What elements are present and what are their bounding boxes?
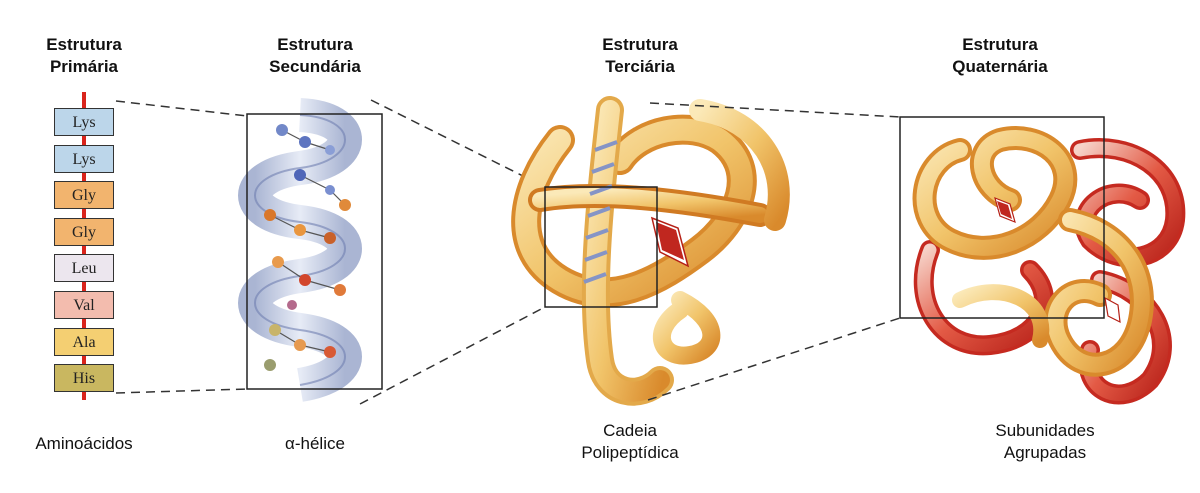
amino-acid-box: Lys xyxy=(54,145,114,173)
caption-line: Cadeia xyxy=(545,420,715,442)
alpha-helix-illustration xyxy=(255,115,351,385)
amino-acid-box: Ala xyxy=(54,328,114,356)
tertiary-ribbon-illustration xyxy=(526,110,779,392)
title-line: Estrutura xyxy=(920,34,1080,56)
primary-structure-title: Estrutura Primária xyxy=(14,34,154,78)
title-line: Primária xyxy=(14,56,154,78)
primary-caption: Aminoácidos xyxy=(14,433,154,455)
quaternary-structure-title: Estrutura Quaternária xyxy=(920,34,1080,78)
title-line: Secundária xyxy=(235,56,395,78)
title-line: Estrutura xyxy=(235,34,395,56)
tertiary-caption: Cadeia Polipeptídica xyxy=(545,420,715,464)
secondary-structure-title: Estrutura Secundária xyxy=(235,34,395,78)
amino-acid-box: Leu xyxy=(54,254,114,282)
secondary-caption: α-hélice xyxy=(240,433,390,455)
tertiary-structure-title: Estrutura Terciária xyxy=(570,34,710,78)
amino-acid-box: Gly xyxy=(54,181,114,209)
title-line: Terciária xyxy=(570,56,710,78)
amino-acid-box: His xyxy=(54,364,114,392)
caption-line: Subunidades xyxy=(960,420,1130,442)
caption-line: Agrupadas xyxy=(960,442,1130,464)
quaternary-subunits-illustration xyxy=(924,138,1176,394)
title-line: Estrutura xyxy=(14,34,154,56)
title-line: Quaternária xyxy=(920,56,1080,78)
zoom-connectors-1 xyxy=(116,101,247,393)
caption-line: Polipeptídica xyxy=(545,442,715,464)
amino-acid-box: Val xyxy=(54,291,114,319)
amino-acid-box: Lys xyxy=(54,108,114,136)
quaternary-caption: Subunidades Agrupadas xyxy=(960,420,1130,464)
amino-acid-box: Gly xyxy=(54,218,114,246)
title-line: Estrutura xyxy=(570,34,710,56)
